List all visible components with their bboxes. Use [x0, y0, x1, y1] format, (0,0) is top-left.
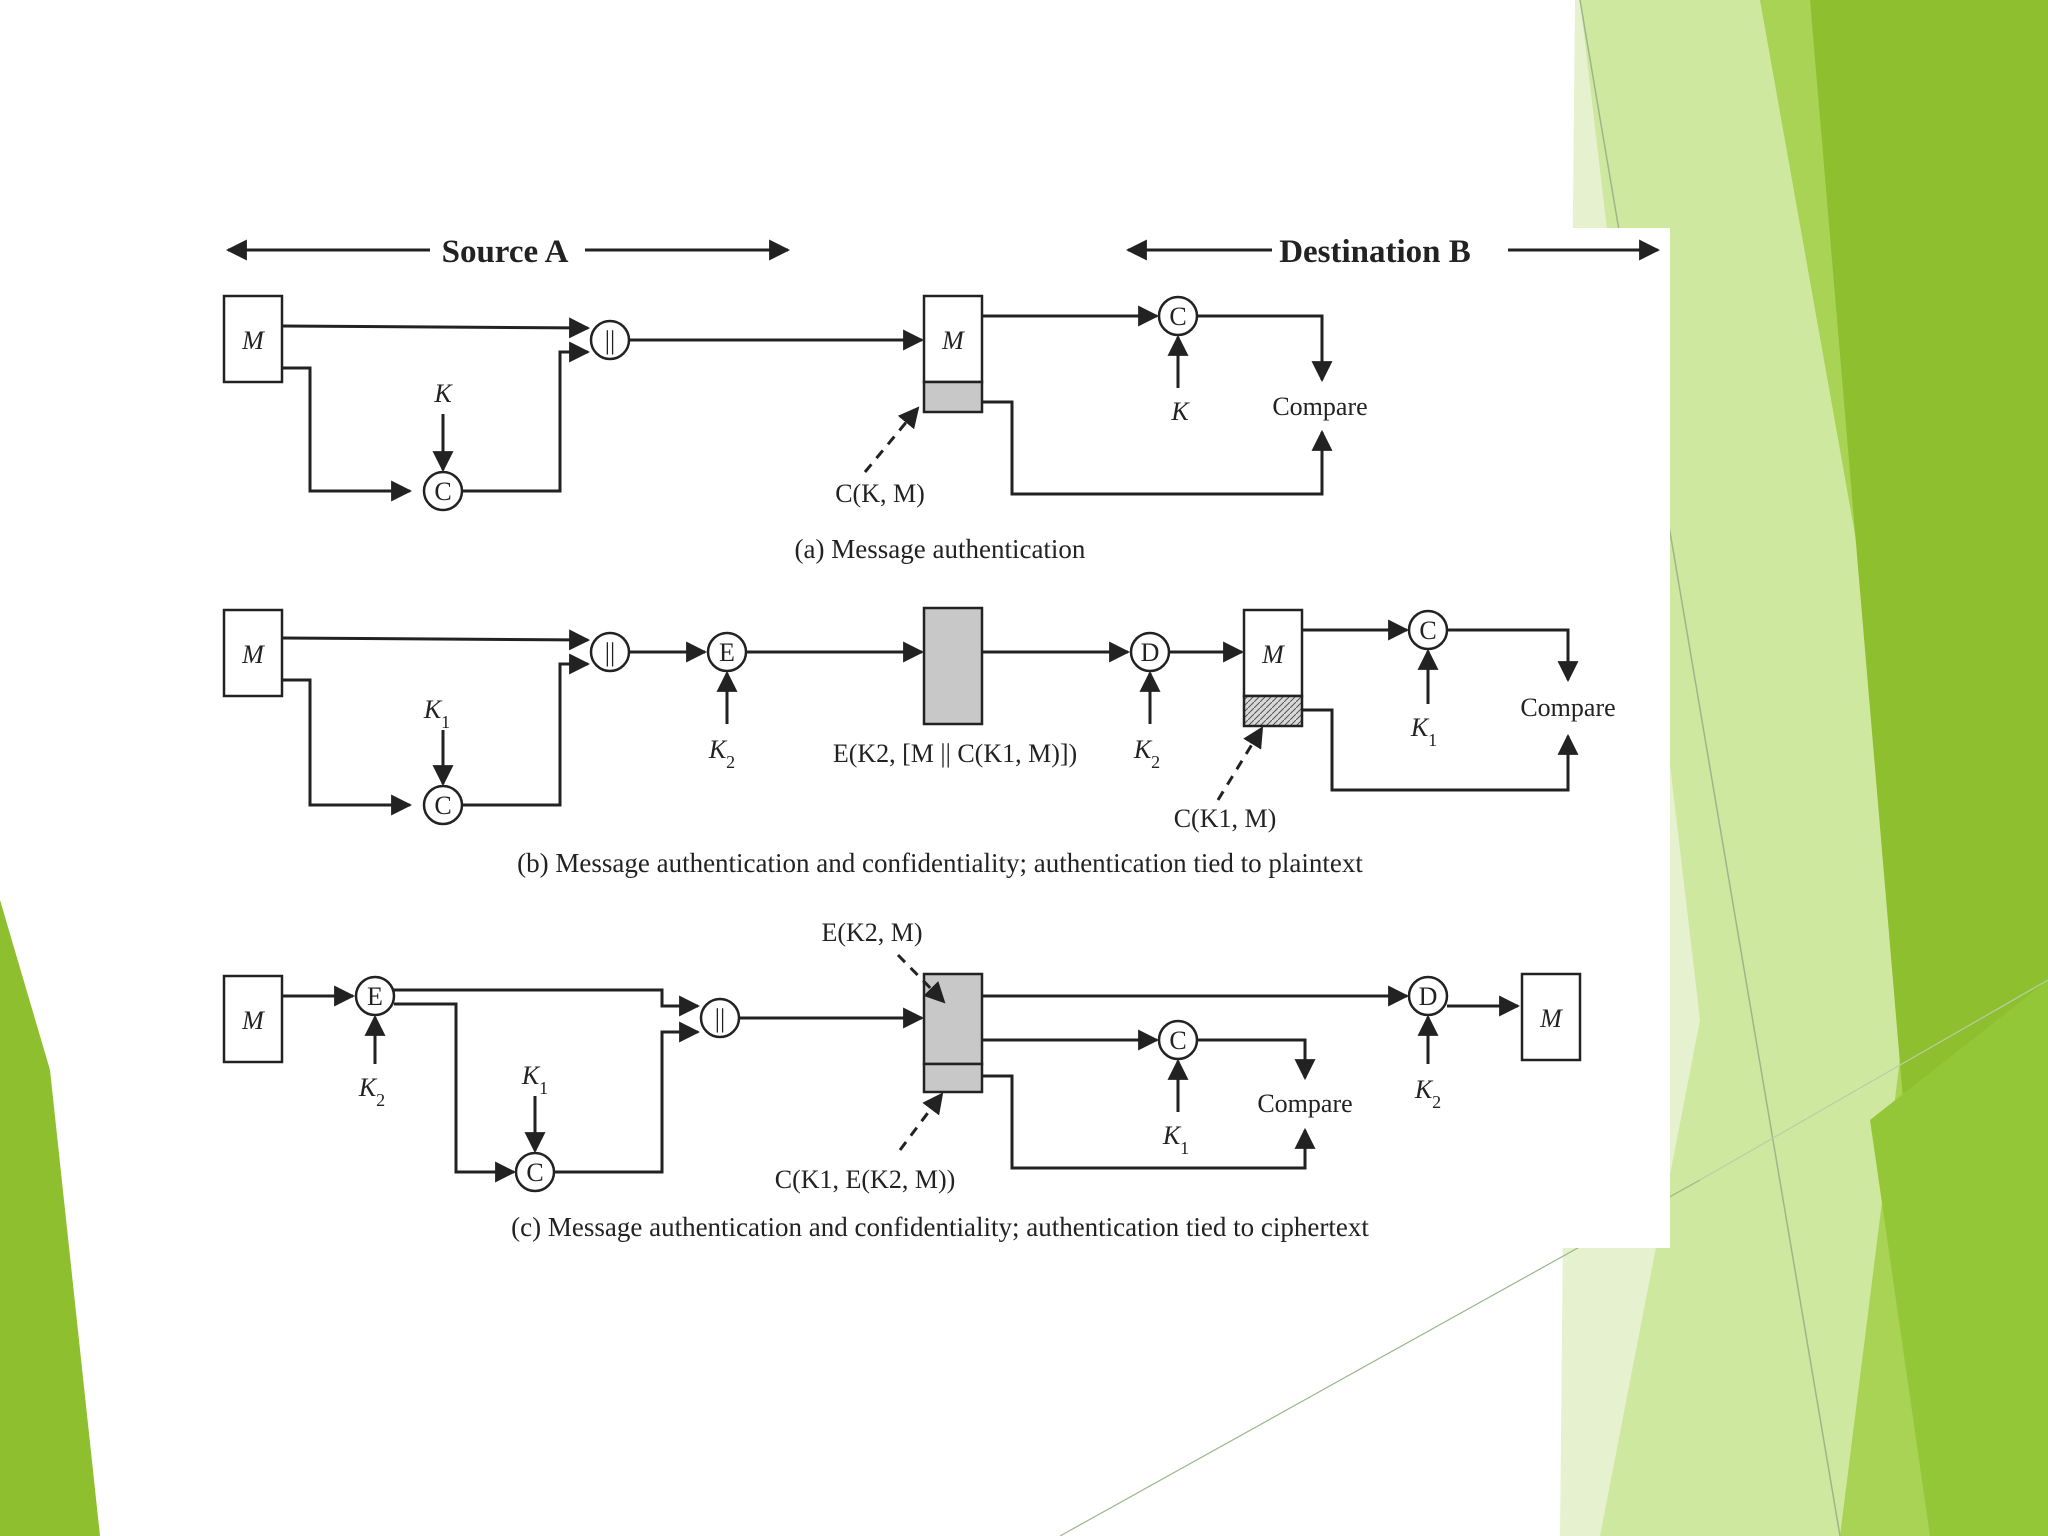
b-message: M: [241, 640, 265, 669]
b-dest-mac-function: C: [1419, 616, 1436, 645]
destination-b-header: Destination B: [1279, 234, 1471, 270]
b-compare: Compare: [1520, 693, 1615, 722]
a-message: M: [241, 326, 265, 355]
c-caption: (c) Message authentication and confident…: [511, 1212, 1369, 1242]
b-caption: (b) Message authentication and confident…: [517, 848, 1363, 878]
b-mac-label: C(K1, M): [1174, 804, 1277, 833]
c-message: M: [241, 1006, 265, 1035]
a-dest-key: K: [1170, 397, 1190, 426]
c-encrypt: E: [367, 982, 383, 1011]
c-dest-mac-function: C: [1169, 1026, 1186, 1055]
c-mac-label: C(K1, E(K2, M)): [775, 1165, 956, 1194]
c-concat: ||: [715, 1004, 725, 1033]
b-mac-function: C: [434, 791, 451, 820]
b-encrypt: E: [719, 638, 735, 667]
a-dest-mac-function: C: [1169, 302, 1186, 331]
b-concat: ||: [605, 638, 615, 667]
b-cipher-label: E(K2, [M || C(K1, M)]): [833, 739, 1077, 768]
a-caption: (a) Message authentication: [795, 534, 1086, 564]
a-dest-message: M: [941, 326, 965, 355]
c-mac-function: C: [526, 1158, 543, 1187]
c-compare: Compare: [1257, 1089, 1352, 1118]
b-decrypt: D: [1141, 638, 1160, 667]
a-concat: ||: [605, 326, 615, 355]
a-mac-function: C: [434, 477, 451, 506]
c-output-message: M: [1539, 1004, 1563, 1033]
c-cipher-label: E(K2, M): [821, 918, 922, 947]
b-dest-message: M: [1261, 640, 1285, 669]
source-a-header: Source A: [442, 234, 569, 270]
a-compare: Compare: [1272, 392, 1367, 421]
c-decrypt: D: [1419, 982, 1438, 1011]
a-mac-label: C(K, M): [835, 479, 925, 508]
a-key: K: [433, 379, 453, 408]
